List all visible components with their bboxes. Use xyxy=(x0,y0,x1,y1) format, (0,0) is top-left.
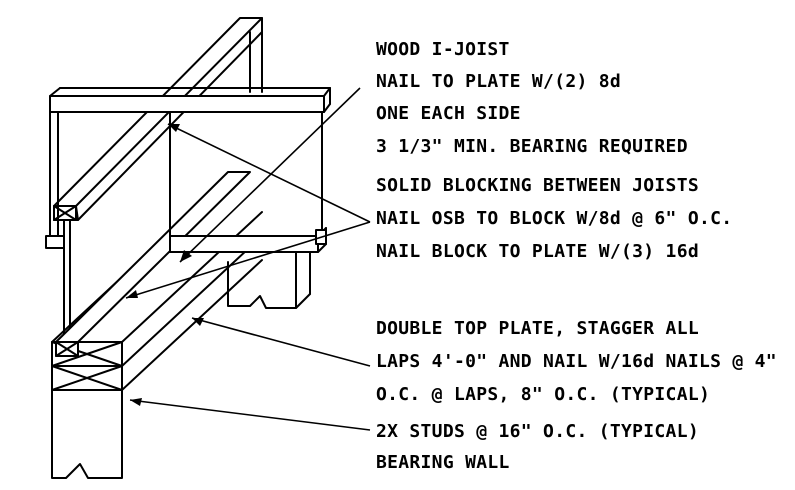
note-line: BEARING WALL xyxy=(376,452,510,473)
note-line: NAIL OSB TO BLOCK W/8d @ 6" O.C. xyxy=(376,208,732,229)
note-blocking: SOLID BLOCKING BETWEEN JOISTS NAIL OSB T… xyxy=(376,175,732,262)
arrowhead xyxy=(126,290,138,298)
arrowhead xyxy=(180,250,192,262)
note-wall: 2X STUDS @ 16" O.C. (TYPICAL) BEARING WA… xyxy=(376,421,699,473)
note-line: NAIL TO PLATE W/(2) 8d xyxy=(376,71,621,92)
solid-blocking xyxy=(45,87,331,253)
note-joist: WOOD I-JOIST NAIL TO PLATE W/(2) 8d ONE … xyxy=(376,39,688,157)
note-line: NAIL BLOCK TO PLATE W/(3) 16d xyxy=(376,241,699,262)
note-line: 2X STUDS @ 16" O.C. (TYPICAL) xyxy=(376,421,699,442)
note-line: DOUBLE TOP PLATE, STAGGER ALL xyxy=(376,318,699,339)
arrowhead xyxy=(192,318,204,326)
wood-i-joist xyxy=(53,17,263,357)
note-line: SOLID BLOCKING BETWEEN JOISTS xyxy=(376,175,699,196)
arrowhead xyxy=(168,124,180,132)
note-line: 3 1/3" MIN. BEARING REQUIRED xyxy=(376,136,688,157)
note-plate: DOUBLE TOP PLATE, STAGGER ALL LAPS 4'-0"… xyxy=(376,318,777,405)
note-line: ONE EACH SIDE xyxy=(376,103,521,124)
note-line: LAPS 4'-0" AND NAIL W/16d NAILS @ 4" xyxy=(376,351,777,372)
bearing-wall xyxy=(51,344,123,479)
arrowhead xyxy=(130,398,142,406)
note-line: WOOD I-JOIST xyxy=(376,39,510,60)
leader-lines xyxy=(125,87,371,431)
note-line: O.C. @ LAPS, 8" O.C. (TYPICAL) xyxy=(376,384,710,405)
